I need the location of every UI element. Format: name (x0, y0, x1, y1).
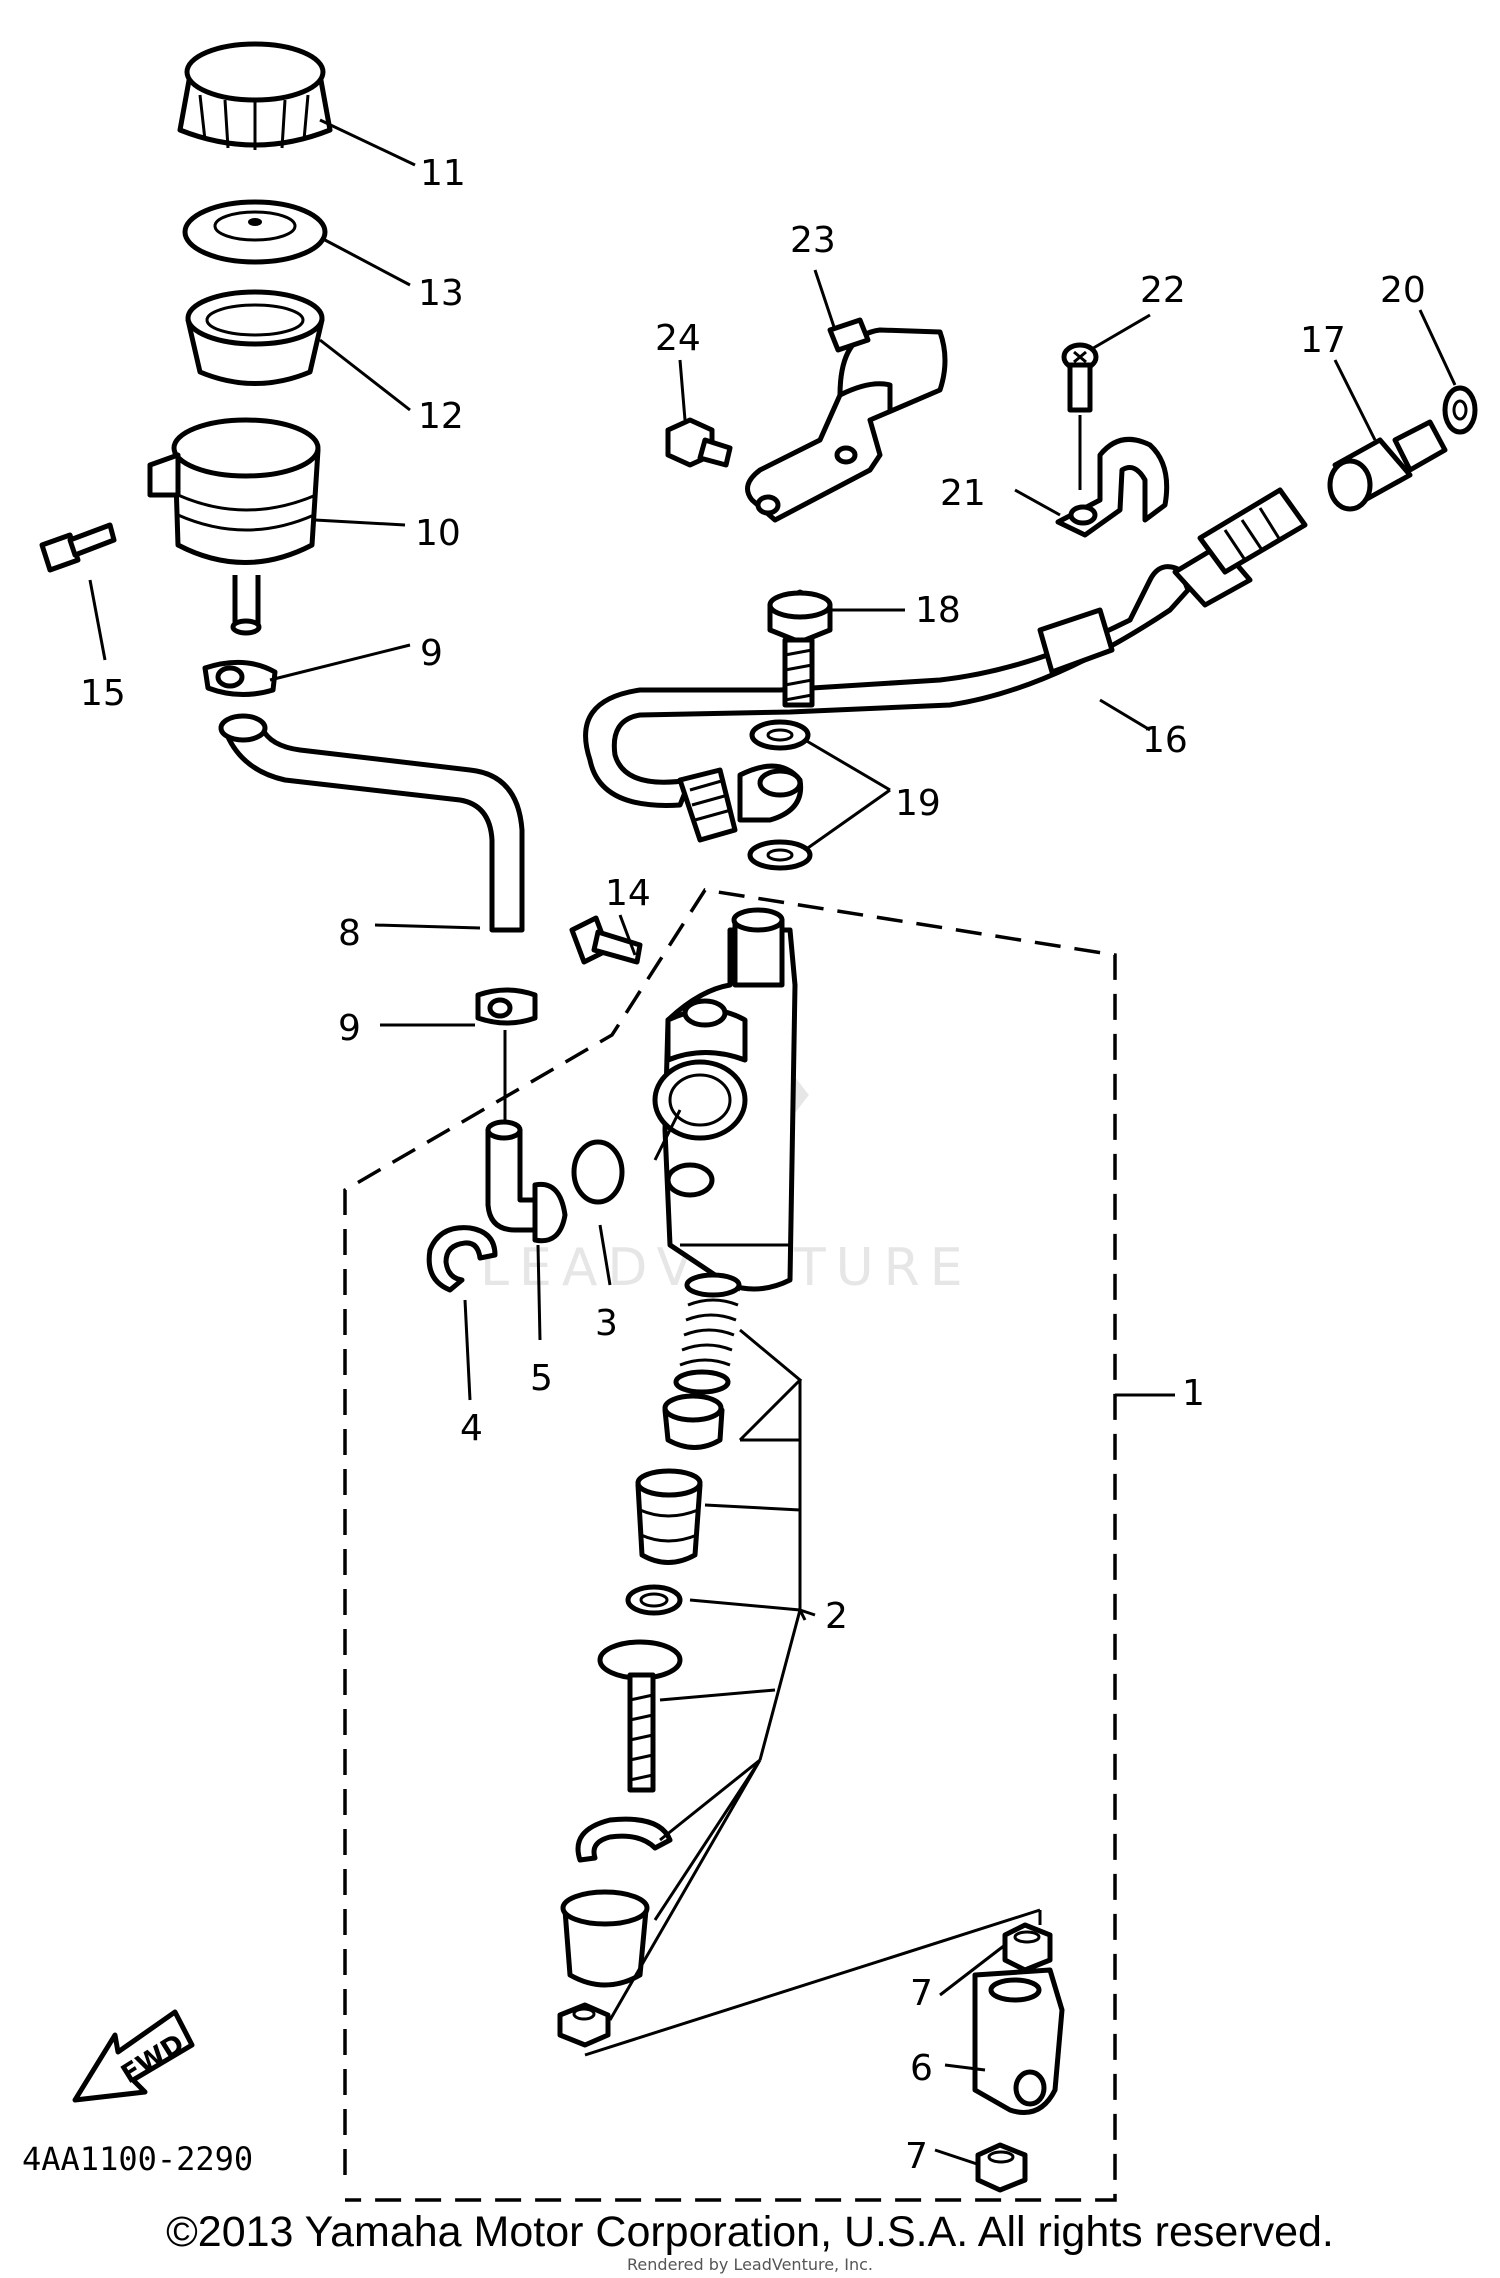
callout-21: 21 (940, 473, 986, 514)
callout-16: 16 (1142, 720, 1188, 761)
callout-3: 3 (595, 1303, 618, 1344)
hose-clamp (1055, 436, 1170, 538)
callout-20: 20 (1380, 270, 1426, 311)
clevis (972, 1967, 1065, 2115)
bracket-bolt (665, 417, 733, 468)
diaphragm (185, 289, 325, 386)
primary-cup (662, 1393, 725, 1450)
callout-5: 5 (530, 1358, 553, 1399)
union-bolt (767, 589, 833, 708)
callout-14: 14 (605, 873, 651, 914)
callout-7b: 7 (905, 2136, 928, 2177)
circlip (426, 1225, 498, 1293)
nut-upper (1002, 1922, 1053, 1973)
drawing-code: 4AA1100-2290 (22, 2140, 253, 2178)
rendered-by-note: Rendered by LeadVenture, Inc. (627, 2255, 873, 2274)
clamp-screw (1061, 342, 1099, 413)
bolt-15 (39, 522, 117, 573)
reservoir-cap (177, 41, 333, 150)
callout-23: 23 (790, 220, 836, 261)
callout-19: 19 (895, 783, 941, 824)
copyright-notice: ©2013 Yamaha Motor Corporation, U.S.A. A… (166, 2208, 1334, 2256)
hose-bracket (745, 317, 948, 523)
master-cylinder-body (652, 907, 798, 1292)
dust-boot (560, 1889, 650, 1988)
internal-circlip (575, 1816, 673, 1863)
reservoir-body (147, 417, 321, 636)
clamp-upper (202, 659, 278, 698)
callout-24: 24 (655, 318, 701, 359)
assembly-outline (343, 888, 1117, 2202)
elbow-fitting (485, 1119, 568, 1244)
washer-upper (749, 719, 811, 751)
callout-11: 11 (420, 153, 466, 194)
callout-1: 1 (1182, 1373, 1205, 1414)
callout-4: 4 (460, 1408, 483, 1449)
callout-13: 13 (418, 273, 464, 314)
washer-20 (1442, 385, 1478, 435)
callout-12: 12 (418, 396, 464, 437)
leader-lines (88, 118, 1457, 2167)
lock-nut (557, 2002, 611, 2048)
piston (635, 1468, 703, 1565)
callout-2: 2 (825, 1596, 848, 1637)
hose-end (218, 713, 268, 743)
callout-18: 18 (915, 590, 961, 631)
nut-lower (975, 2142, 1028, 2193)
callout-17: 17 (1300, 320, 1346, 361)
callout-8: 8 (338, 913, 361, 954)
callout-9b: 9 (338, 1008, 361, 1049)
secondary-cup (625, 1584, 683, 1616)
callout-10: 10 (415, 513, 461, 554)
callout-15: 15 (80, 673, 126, 714)
fwd-arrow: FWD (72, 2009, 195, 2103)
spring (673, 1272, 742, 1395)
push-rod (597, 1639, 683, 1793)
bolt-14 (569, 915, 643, 965)
diaphragm-plate (182, 199, 328, 265)
hose-end-fitting (1197, 487, 1308, 575)
callout-7a: 7 (910, 1973, 933, 2014)
adapter-fitting (1327, 419, 1448, 512)
clamp-lower (475, 987, 538, 1026)
callout-9a: 9 (420, 633, 443, 674)
o-ring (571, 1139, 625, 1205)
callout-22: 22 (1140, 270, 1186, 311)
reservoir-hose (222, 725, 525, 933)
callout-6: 6 (910, 2048, 933, 2089)
washer-lower (747, 839, 813, 871)
